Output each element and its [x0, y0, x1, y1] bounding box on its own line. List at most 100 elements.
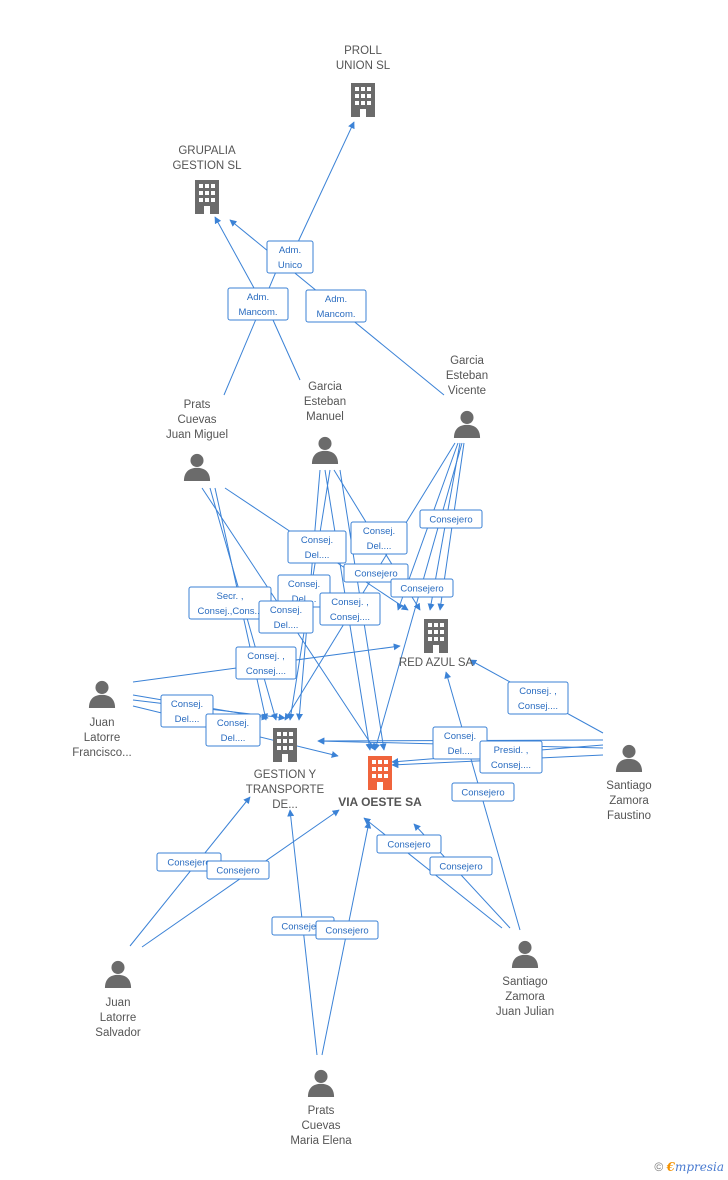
relation-label[interactable]: Consej.Del....	[205, 713, 261, 747]
relation-label[interactable]: Consejero	[390, 578, 454, 598]
node-red-azul[interactable]: RED AZUL SA	[399, 619, 474, 669]
node-label: TRANSPORTE	[246, 784, 325, 796]
relation-label[interactable]: Consej.Del....	[287, 530, 347, 564]
relation-label-text: Consejero	[439, 862, 482, 873]
relation-label[interactable]: Consejero	[376, 834, 442, 854]
node-label: Prats	[184, 399, 211, 411]
relation-label[interactable]: Consej. ,Consej....	[319, 592, 381, 626]
relation-label[interactable]: Consejero	[429, 856, 493, 876]
relation-label-text: Consej.	[301, 535, 333, 546]
building-icon	[424, 619, 448, 653]
relation-label-box	[266, 240, 314, 274]
relation-label-text: Consejero	[281, 922, 324, 933]
relation-label[interactable]: Presid. , Consej....	[479, 740, 543, 774]
relation-label[interactable]: Consejero	[315, 920, 379, 940]
relation-label-box	[429, 856, 493, 876]
relation-label[interactable]: Consej. , Consej....	[507, 681, 569, 715]
building-icon	[273, 728, 297, 762]
relation-label-text: Consej.	[270, 605, 302, 616]
relation-label-text: Consej....	[518, 701, 558, 712]
node-label: DE...	[272, 799, 298, 811]
person-icon	[88, 680, 116, 708]
node-label: GESTION SL	[172, 160, 242, 172]
node-label: GESTION Y	[254, 769, 317, 781]
relation-label-text: Consejero	[387, 840, 430, 851]
relation-label-text: Consej....	[246, 666, 286, 677]
relation-label-box	[160, 694, 214, 728]
node-juan-lf[interactable]: JuanLatorreFrancisco...	[72, 680, 132, 759]
node-label: Santiago	[606, 780, 651, 792]
relation-label-text: Consejero	[461, 788, 504, 799]
relation-label-box	[287, 530, 347, 564]
relation-label-text: Mancom.	[238, 307, 277, 318]
node-label: Zamora	[505, 991, 545, 1003]
relation-label[interactable]: Adm.Mancom.	[305, 289, 367, 323]
relation-label-box	[376, 834, 442, 854]
relation-label-text: Consejero	[400, 584, 443, 595]
relation-label-text: Consejero	[429, 515, 472, 526]
relation-label-box	[258, 600, 314, 634]
relation-label-text: Consej. ,	[519, 686, 557, 697]
relation-label-box	[390, 578, 454, 598]
relation-label-text: Consej....	[491, 760, 531, 771]
node-label: RED AZUL SA	[399, 657, 474, 669]
relation-label-box	[507, 681, 569, 715]
relation-label-text: Consej.	[171, 699, 203, 710]
node-gestion[interactable]: GESTION Y TRANSPORTE DE...	[246, 728, 325, 811]
relation-label[interactable]: Adm.Mancom.	[227, 287, 289, 321]
relation-label-text: Consejero	[354, 569, 397, 580]
relation-label[interactable]: Consejero	[451, 782, 515, 802]
node-label: Esteban	[304, 396, 346, 408]
empresia-logo[interactable]: © €mpresia	[654, 1160, 724, 1174]
relation-label[interactable]: Consej. , Consej....	[235, 646, 297, 680]
node-label: Juan	[90, 717, 115, 729]
relation-label[interactable]: Secr. ,Consej.,Cons...	[188, 586, 272, 620]
relation-label-text: Del....	[274, 620, 299, 631]
relation-label-text: Consej.	[288, 579, 320, 590]
relation-label[interactable]: Adm.Unico	[266, 240, 314, 274]
relation-label[interactable]: Consej.Del....	[432, 726, 488, 760]
relation-label-text: Del....	[175, 714, 200, 725]
relation-label-box	[319, 592, 381, 626]
node-label: Faustino	[607, 810, 651, 822]
relation-label-box	[419, 509, 483, 529]
relation-label[interactable]: Consej. Del....	[160, 694, 214, 728]
node-label: PROLL	[344, 45, 382, 57]
node-label: Cuevas	[302, 1120, 341, 1132]
relation-label-text: Consej.	[217, 718, 249, 729]
node-label: Prats	[308, 1105, 335, 1117]
person-icon	[183, 453, 211, 481]
relation-label-box	[205, 713, 261, 747]
node-proll[interactable]: PROLL UNION SL	[336, 45, 391, 117]
relation-label-box	[305, 289, 367, 323]
relation-label-text: Presid. ,	[494, 745, 529, 756]
relation-label-text: Consej.	[363, 526, 395, 537]
relation-label[interactable]: Consejero	[419, 509, 483, 529]
relation-label-text: Consejero	[325, 926, 368, 937]
node-label: Zamora	[609, 795, 649, 807]
person-icon	[453, 410, 481, 438]
node-label: Juan Julian	[496, 1006, 554, 1018]
node-label: UNION SL	[336, 60, 391, 72]
relation-label-text: Consej. ,	[247, 651, 285, 662]
node-via-oeste[interactable]: VIA OESTE SA	[338, 756, 422, 809]
node-label: Maria Elena	[290, 1135, 352, 1147]
relation-label[interactable]: Consej.Del....	[350, 521, 408, 555]
relation-label-text: Secr. ,	[217, 591, 244, 602]
relation-label[interactable]: Consej.Del....	[277, 574, 331, 608]
relation-label[interactable]: Consejero	[343, 563, 409, 583]
relation-label-box	[350, 521, 408, 555]
person-icon	[307, 1069, 335, 1097]
relation-label[interactable]: Consej. Del....	[258, 600, 314, 634]
relation-label-text: Consejero	[216, 866, 259, 877]
relation-label[interactable]: Consejero	[206, 860, 270, 880]
